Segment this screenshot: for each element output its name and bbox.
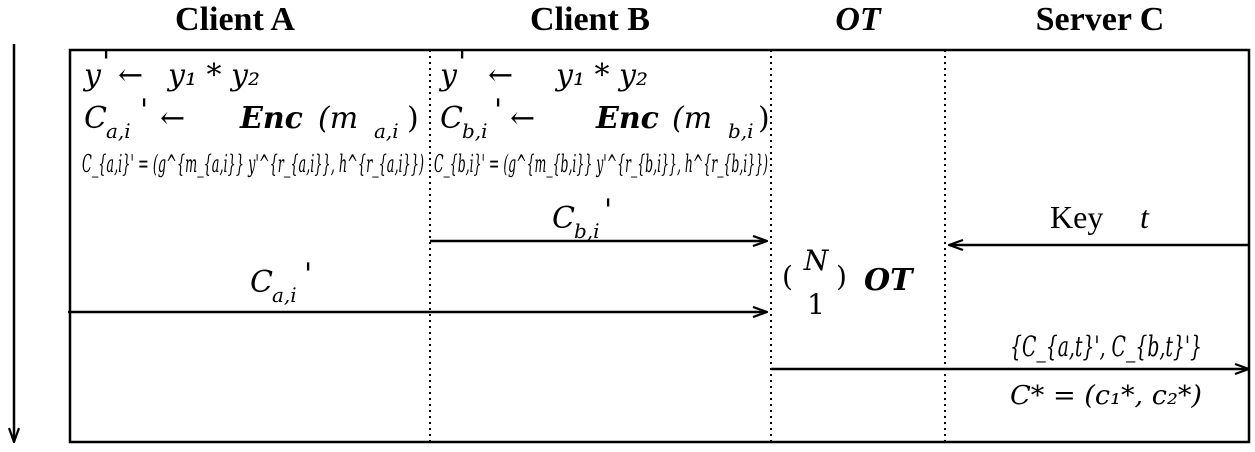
svg-text:y: y	[438, 58, 458, 93]
svg-text:): )	[407, 101, 419, 136]
header-client-b: Client B	[530, 1, 650, 38]
svg-text:': '	[494, 93, 502, 128]
svg-text:←: ←	[118, 58, 143, 93]
svg-text:b,i: b,i	[574, 219, 600, 243]
svg-text:C: C	[250, 265, 273, 300]
svg-text:): )	[758, 101, 770, 136]
svg-text:': '	[140, 93, 148, 128]
header-client-a: Client A	[175, 1, 295, 38]
header-ot: OT	[835, 1, 882, 38]
svg-text:': '	[458, 45, 466, 80]
message-cb-label: C b,i '	[552, 193, 612, 243]
svg-text:': '	[102, 45, 110, 80]
svg-text:Key: Key	[1050, 199, 1103, 235]
client-b-line1: y ' ← y₁ * y₂	[438, 45, 648, 93]
svg-text:C: C	[440, 101, 463, 136]
result-ciphertext-set: {C_{a,t}', C_{b,t}'}	[1010, 330, 1202, 363]
client-a-line2: C a,i ' ← Enc (m a,i )	[84, 93, 419, 143]
svg-text:Enc: Enc	[595, 101, 659, 136]
message-ca-label: C a,i '	[250, 257, 312, 307]
svg-text:C: C	[84, 101, 107, 136]
svg-text:(m: (m	[318, 101, 358, 136]
server-key-label: Key t	[1050, 199, 1150, 235]
svg-text:a,i: a,i	[272, 283, 297, 307]
client-a-line1: y ' ← y₁ * y₂	[82, 45, 260, 93]
svg-text:): )	[836, 260, 847, 293]
svg-text:t: t	[1140, 199, 1150, 235]
svg-text:y₁ * y₂: y₁ * y₂	[166, 58, 260, 93]
ot-binomial: ( N 1 )	[782, 244, 847, 321]
svg-text:b,i: b,i	[462, 119, 488, 143]
svg-text:a,i: a,i	[106, 119, 131, 143]
client-b-ciphertext-formula: C_{b,i}' = (g^{m_{b,i}} y'^{r_{b,i}}, h^…	[434, 150, 768, 178]
client-b-line2: C b,i ' ← Enc (m b,i )	[440, 93, 770, 143]
client-a-ciphertext-formula: C_{a,i}' = (g^{m_{a,i}} y'^{r_{a,i}}, h^…	[82, 150, 424, 178]
svg-text:': '	[604, 193, 612, 228]
svg-text:Enc: Enc	[239, 101, 303, 136]
svg-text:a,i: a,i	[374, 119, 399, 143]
ot-label: OT	[864, 263, 915, 298]
svg-text:b,i: b,i	[728, 119, 754, 143]
svg-text:(m: (m	[672, 101, 712, 136]
result-ciphertext-c-star: C* = (c₁*, c₂*)	[1010, 381, 1202, 411]
svg-text:N: N	[803, 244, 830, 277]
svg-text:1: 1	[807, 288, 825, 321]
svg-text:': '	[304, 257, 312, 292]
svg-text:(: (	[782, 260, 793, 293]
header-server-c: Server C	[1036, 1, 1165, 38]
svg-text:y: y	[82, 58, 102, 93]
svg-text:←: ←	[510, 101, 535, 136]
svg-text:←: ←	[160, 101, 185, 136]
svg-text:←: ←	[488, 58, 513, 93]
svg-text:y₁ * y₂: y₁ * y₂	[554, 58, 648, 93]
svg-text:C: C	[552, 201, 575, 236]
